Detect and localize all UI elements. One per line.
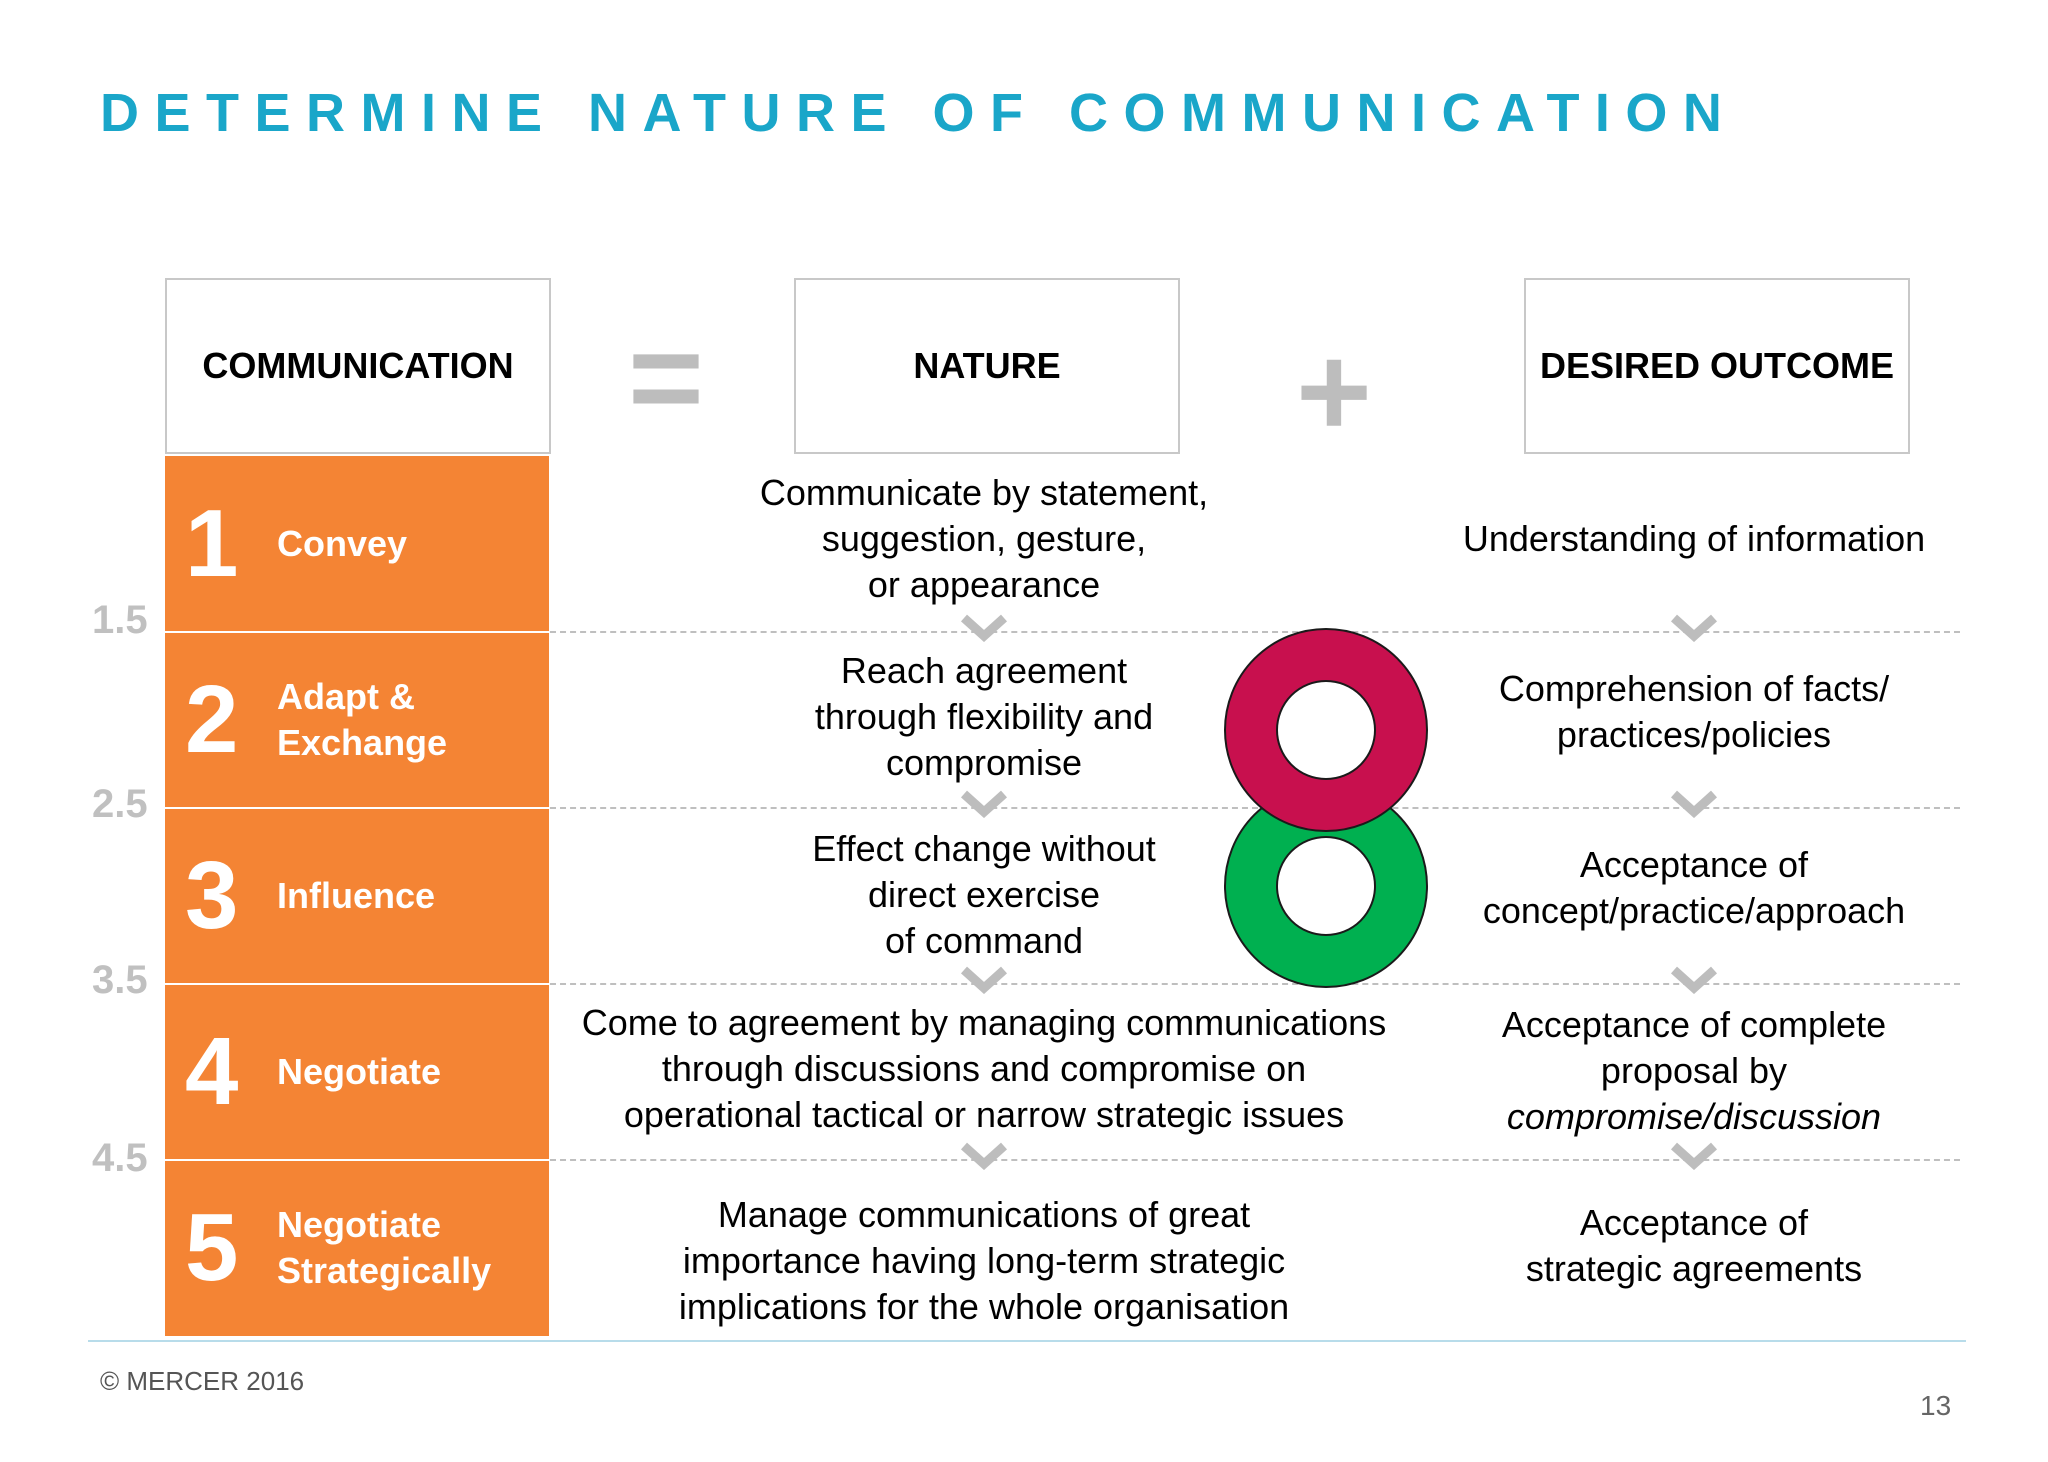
level-3-band: 3 Influence <box>165 808 549 984</box>
equals-sign: = <box>628 304 704 450</box>
header-nature: NATURE <box>794 278 1180 454</box>
scale-label: 1.5 <box>92 598 148 642</box>
level-number: 1 <box>185 490 239 597</box>
header-outcome-label: DESIRED OUTCOME <box>1539 345 1895 386</box>
plus-sign: + <box>1296 318 1372 464</box>
page-number: 13 <box>1920 1390 1952 1421</box>
header-nature-label: NATURE <box>913 345 1061 386</box>
band-separator <box>165 631 549 633</box>
scale-label: 2.5 <box>92 782 148 826</box>
level-number: 4 <box>185 1018 239 1125</box>
chevron-down-icon <box>1670 790 1718 818</box>
row-divider <box>550 807 1960 809</box>
scale-label: 3.5 <box>92 958 148 1002</box>
level-label: Influence <box>277 875 436 916</box>
chevron-down-icon <box>960 790 1008 818</box>
outcome-text-1: Understanding of information <box>1462 518 1926 559</box>
page-title: DETERMINE NATURE OF COMMUNICATION <box>100 83 1738 143</box>
level-4-band: 4 Negotiate <box>165 984 549 1160</box>
scale-label: 4.5 <box>92 1136 148 1180</box>
row-divider <box>550 631 1960 633</box>
chevron-down-icon <box>1670 614 1718 642</box>
chevron-down-icon <box>1670 966 1718 994</box>
header-communication: COMMUNICATION <box>165 278 551 454</box>
band-separator <box>165 807 549 809</box>
nature-text-1: Communicate by statement,suggestion, ges… <box>759 472 1209 605</box>
footer-divider <box>88 1340 1966 1342</box>
chevron-down-icon <box>960 1142 1008 1170</box>
row-divider <box>550 1159 1960 1161</box>
level-1-band: 1 Convey <box>165 456 549 632</box>
band-separator <box>165 1159 549 1161</box>
row-divider <box>550 983 1960 985</box>
outcome-text-2: Comprehension of facts/practices/policie… <box>1498 668 1890 755</box>
chevron-down-icon <box>960 966 1008 994</box>
rings-icon <box>1224 628 1428 988</box>
band-separator <box>165 983 549 985</box>
level-label: Adapt &Exchange <box>277 676 448 763</box>
level-label: Convey <box>277 523 408 564</box>
level-label: Negotiate <box>277 1051 442 1092</box>
header-communication-label: COMMUNICATION <box>202 345 514 386</box>
level-2-band: 2 Adapt &Exchange <box>165 632 549 808</box>
level-number: 3 <box>185 842 239 949</box>
level-number: 5 <box>185 1194 239 1301</box>
nature-text-4: Come to agreement by managing communicat… <box>581 1002 1387 1135</box>
copyright: © MERCER 2016 <box>100 1366 305 1396</box>
chevron-down-icon <box>960 614 1008 642</box>
level-number: 2 <box>185 666 239 773</box>
chevron-down-icon <box>1670 1142 1718 1170</box>
header-outcome: DESIRED OUTCOME <box>1524 278 1910 454</box>
